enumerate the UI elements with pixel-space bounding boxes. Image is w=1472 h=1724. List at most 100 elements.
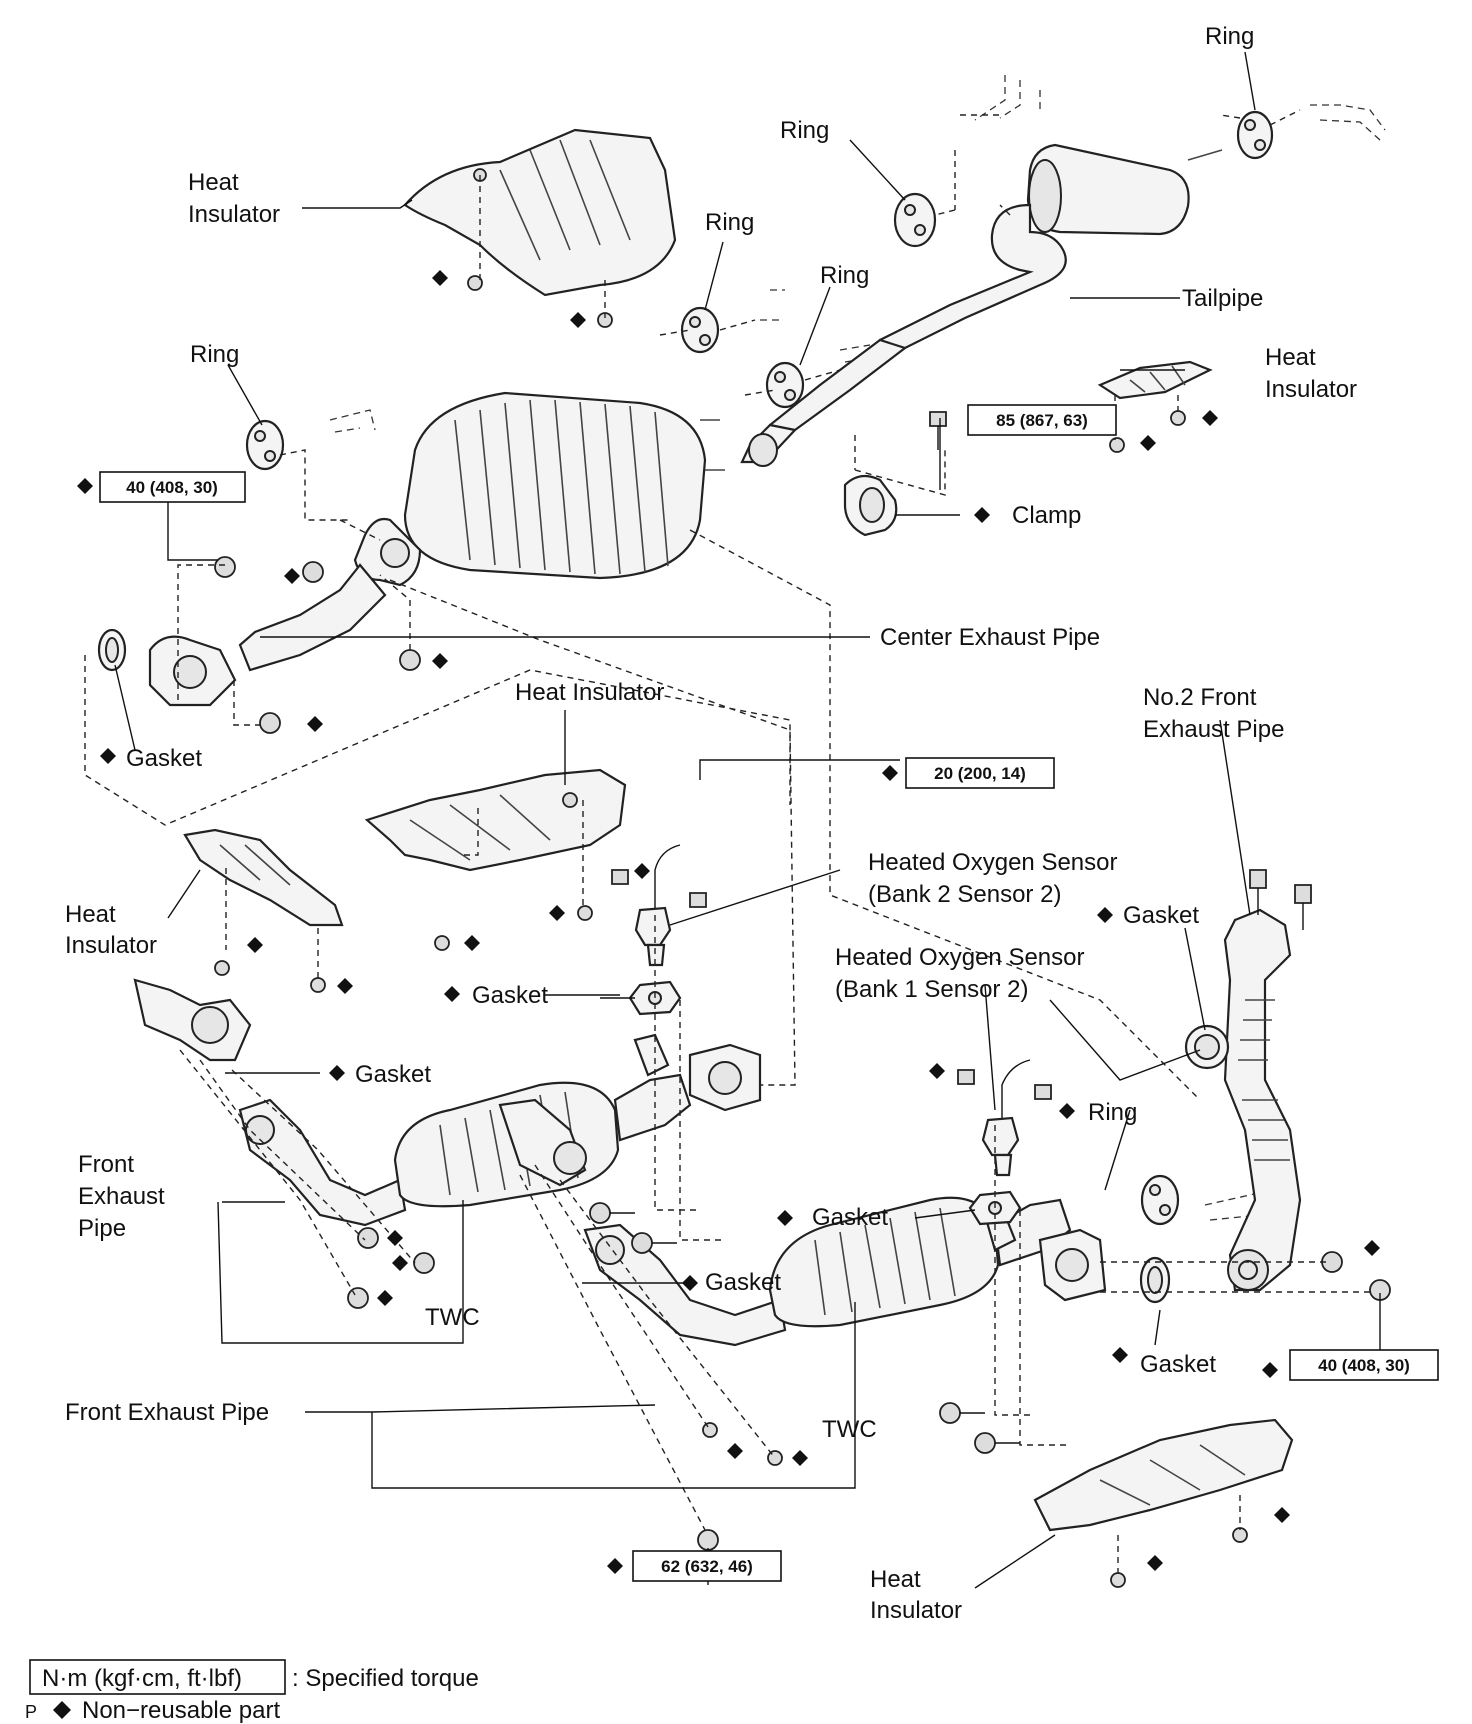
label-front-pipe-bottom: Front Exhaust Pipe	[65, 1399, 269, 1426]
black-diamond-icon	[387, 1230, 403, 1246]
label-heat-insulator-mid: Heat Insulator	[515, 679, 664, 706]
black-diamond-icon	[1059, 1103, 1075, 1119]
black-diamond-icon	[284, 568, 300, 584]
label-gasket-right: Gasket	[1123, 902, 1199, 929]
black-diamond-icon	[882, 765, 898, 781]
gasket-bottom-right	[1139, 1256, 1171, 1304]
black-diamond-icon	[464, 935, 480, 951]
black-diamond-icon	[792, 1450, 808, 1466]
black-diamond-icon	[1112, 1347, 1128, 1363]
label-ring-top-right: Ring	[1205, 23, 1254, 50]
clamp	[843, 474, 898, 537]
svg-text:85 (867, 63): 85 (867, 63)	[996, 411, 1088, 430]
label-ring-mid-1: Ring	[705, 209, 754, 236]
ring-left	[245, 419, 285, 471]
legend-torque-units: N·m (kgf·cm, ft·lbf)	[42, 1665, 242, 1692]
black-diamond-icon	[100, 748, 116, 764]
label-gasket-center: Gasket	[472, 982, 548, 1009]
legend-nonreusable: Non−reusable part	[82, 1697, 280, 1724]
label-twc-left: TWC	[425, 1304, 480, 1331]
label-sensor-bank2-2: (Bank 2 Sensor 2)	[868, 881, 1061, 908]
black-diamond-icon	[634, 863, 650, 879]
torque-spec-2: 85 (867, 63)	[967, 404, 1117, 436]
black-diamond-icon	[1202, 410, 1218, 426]
label-heat-insulator-right-1: Heat	[1265, 344, 1316, 371]
torque-spec-1: 40 (408, 30)	[99, 471, 246, 503]
label-front-pipe-left-1: Front	[78, 1151, 134, 1178]
black-diamond-icon	[1262, 1362, 1278, 1378]
label-center-exhaust-pipe: Center Exhaust Pipe	[880, 624, 1100, 651]
black-diamond-icon	[307, 716, 323, 732]
label-gasket-front-2: Gasket	[705, 1269, 781, 1296]
heat-insulator-mid	[364, 768, 627, 872]
heat-insulator-bottom	[1033, 1418, 1294, 1532]
black-diamond-icon	[1364, 1240, 1380, 1256]
label-no2-front-pipe-1: No.2 Front	[1143, 684, 1257, 711]
black-diamond-icon	[377, 1290, 393, 1306]
heat-insulator-right	[1097, 360, 1213, 400]
svg-text:62 (632, 46): 62 (632, 46)	[661, 1557, 753, 1576]
label-heat-insulator-right-2: Insulator	[1265, 376, 1357, 403]
black-diamond-icon	[974, 507, 990, 523]
label-heat-insulator-top-1: Heat	[188, 169, 239, 196]
label-ring-left: Ring	[190, 341, 239, 368]
oxygen-sensor-bank1	[981, 1059, 1031, 1177]
label-gasket-bottom-right: Gasket	[1140, 1351, 1216, 1378]
label-heat-insulator-bottom-2: Insulator	[870, 1597, 962, 1624]
label-ring-lower-right: Ring	[1088, 1099, 1137, 1126]
black-diamond-icon	[432, 653, 448, 669]
ring-lower-right	[1140, 1174, 1180, 1226]
legend-marker: P	[25, 1702, 37, 1722]
black-diamond-icon	[1140, 435, 1156, 451]
black-diamond-icon	[682, 1275, 698, 1291]
black-diamond-icon	[929, 1063, 945, 1079]
nuts-and-bolts	[214, 275, 1391, 1588]
heat-insulator-top	[403, 128, 677, 297]
black-diamond-icon	[432, 270, 448, 286]
black-diamond-icon	[77, 478, 93, 494]
label-sensor-bank2-1: Heated Oxygen Sensor	[868, 849, 1117, 876]
black-diamond-icon	[329, 1065, 345, 1081]
alignment-dashed-lines	[84, 109, 1375, 1575]
black-diamond-icon	[337, 978, 353, 994]
black-diamond-icon	[607, 1558, 623, 1574]
label-gasket-left: Gasket	[126, 745, 202, 772]
label-heat-insulator-bottom-1: Heat	[870, 1566, 921, 1593]
label-gasket-front-1: Gasket	[355, 1061, 431, 1088]
oxygen-sensor-bank2	[634, 844, 681, 967]
svg-text:20 (200, 14): 20 (200, 14)	[934, 764, 1026, 783]
label-clamp: Clamp	[1012, 502, 1081, 529]
black-diamond-icon	[247, 937, 263, 953]
black-diamond-icon	[444, 986, 460, 1002]
label-twc-right: TWC	[822, 1416, 877, 1443]
gasket-right	[1184, 1024, 1230, 1070]
label-no2-front-pipe-2: Exhaust Pipe	[1143, 716, 1284, 743]
label-ring-mid-2: Ring	[820, 262, 869, 289]
black-diamond-icon-group	[77, 270, 1380, 1574]
no2-front-exhaust-pipe	[1223, 908, 1302, 1292]
tailpipe	[740, 143, 1223, 467]
label-ring-muffler: Ring	[780, 117, 829, 144]
label-sensor-bank1-1: Heated Oxygen Sensor	[835, 944, 1084, 971]
label-gasket-lower: Gasket	[812, 1204, 888, 1231]
black-diamond-icon	[549, 905, 565, 921]
black-diamond-icon	[1097, 907, 1113, 923]
ring-muffler	[893, 192, 937, 248]
heat-insulator-left	[183, 828, 344, 927]
label-heat-insulator-left-2: Insulator	[65, 932, 157, 959]
part-labels: Ring Ring Ring Ring Ring Ring Heat Insul…	[65, 23, 1357, 1624]
label-front-pipe-left-3: Pipe	[78, 1215, 126, 1242]
black-diamond-icon	[1147, 1555, 1163, 1571]
black-diamond-icon	[727, 1443, 743, 1459]
ring-mid-1	[680, 306, 720, 354]
twc-left	[393, 1033, 762, 1208]
torque-spec-5: 62 (632, 46)	[632, 1550, 782, 1582]
black-diamond-icon	[570, 312, 586, 328]
label-heat-insulator-top-2: Insulator	[188, 201, 280, 228]
front-exhaust-pipe-left	[133, 978, 407, 1227]
gasket-left	[97, 628, 127, 672]
torque-spec-3: 20 (200, 14)	[905, 757, 1055, 789]
ring-top-right	[1236, 110, 1274, 160]
svg-text:40 (408, 30): 40 (408, 30)	[126, 478, 218, 497]
ring-mid-2	[765, 361, 805, 409]
